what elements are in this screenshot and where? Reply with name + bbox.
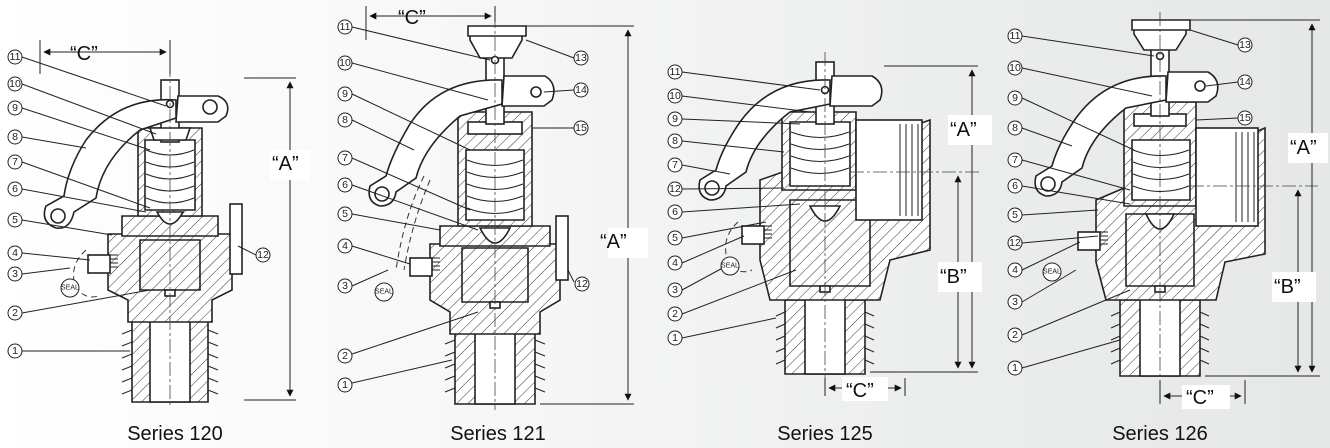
callout-3: 3 bbox=[12, 268, 18, 280]
callout-4: 4 bbox=[342, 240, 348, 252]
callout-9: 9 bbox=[1012, 92, 1018, 104]
callout-7: 7 bbox=[1012, 154, 1018, 166]
callout-4: 4 bbox=[1012, 264, 1018, 276]
series-120-callouts: 1 2 3 4 5 6 7 8 9 10 11 12 SEAL “C” “A” … bbox=[7, 43, 299, 445]
callout-1: 1 bbox=[342, 379, 348, 391]
seal-label: SEAL bbox=[375, 289, 393, 296]
callout-5: 5 bbox=[342, 208, 348, 220]
seal-label: SEAL bbox=[61, 285, 79, 292]
callout-6: 6 bbox=[1012, 180, 1018, 192]
callout-2: 2 bbox=[342, 350, 348, 362]
callout-10: 10 bbox=[9, 78, 21, 90]
callout-7: 7 bbox=[342, 152, 348, 164]
callout-12: 12 bbox=[669, 183, 681, 195]
dimension-a: “A” bbox=[272, 153, 299, 175]
caption-series-120: Series 120 bbox=[127, 423, 223, 445]
callout-14: 14 bbox=[575, 84, 587, 96]
callout-5: 5 bbox=[12, 214, 18, 226]
callout-10: 10 bbox=[339, 57, 351, 69]
callout-9: 9 bbox=[12, 102, 18, 114]
callout-14: 14 bbox=[1239, 76, 1251, 88]
dimension-c: “C” bbox=[398, 7, 426, 29]
series-120-drawing bbox=[21, 40, 310, 408]
callout-6: 6 bbox=[12, 183, 18, 195]
callout-4: 4 bbox=[672, 257, 678, 269]
callout-11: 11 bbox=[10, 51, 21, 63]
series-125-drawing bbox=[681, 52, 992, 401]
callout-4: 4 bbox=[12, 247, 18, 259]
callout-10: 10 bbox=[669, 90, 681, 102]
series-126-drawing bbox=[1021, 12, 1328, 409]
callout-9: 9 bbox=[342, 88, 348, 100]
callout-3: 3 bbox=[342, 280, 348, 292]
callout-10: 10 bbox=[1009, 62, 1021, 74]
series-121-drawing bbox=[351, 6, 648, 410]
callout-7: 7 bbox=[672, 159, 678, 171]
seal-label: SEAL bbox=[721, 263, 739, 270]
callout-2: 2 bbox=[672, 308, 678, 320]
callout-3: 3 bbox=[1012, 296, 1018, 308]
dimension-b: “B” bbox=[1274, 276, 1301, 298]
callout-9: 9 bbox=[672, 113, 678, 125]
callout-12: 12 bbox=[1009, 237, 1021, 249]
series-126-callouts: 1 2 3 4 5 6 7 8 9 10 11 12 13 14 15 SEAL… bbox=[1007, 28, 1317, 445]
dimension-a: “A” bbox=[950, 119, 977, 141]
callout-8: 8 bbox=[342, 114, 348, 126]
dimension-c: “C” bbox=[70, 43, 98, 65]
callout-1: 1 bbox=[1012, 362, 1018, 374]
callout-6: 6 bbox=[672, 206, 678, 218]
callout-15: 15 bbox=[575, 122, 587, 134]
callout-13: 13 bbox=[1239, 39, 1251, 51]
callout-6: 6 bbox=[342, 179, 348, 191]
callout-8: 8 bbox=[1012, 122, 1018, 134]
callout-12: 12 bbox=[257, 249, 269, 261]
callout-1: 1 bbox=[672, 332, 678, 344]
dimension-a: “A” bbox=[600, 231, 627, 253]
series-121-callouts: 1 2 3 4 5 6 7 8 9 10 11 12 13 14 15 SEAL… bbox=[337, 7, 627, 445]
callout-2: 2 bbox=[12, 307, 18, 319]
seal-label: SEAL bbox=[1043, 269, 1061, 276]
callout-11: 11 bbox=[670, 66, 681, 78]
series-125-callouts: 1 2 3 4 5 6 7 8 9 10 11 12 SEAL “A” “B” … bbox=[667, 64, 977, 445]
callout-11: 11 bbox=[1010, 30, 1021, 42]
dimension-c: “C” bbox=[1186, 387, 1214, 409]
callout-15: 15 bbox=[1239, 112, 1251, 124]
caption-series-126: Series 126 bbox=[1112, 423, 1208, 445]
dimension-b: “B” bbox=[940, 266, 967, 288]
dimension-a: “A” bbox=[1290, 137, 1317, 159]
callout-7: 7 bbox=[12, 156, 18, 168]
callout-1: 1 bbox=[12, 345, 18, 357]
callout-8: 8 bbox=[12, 131, 18, 143]
callout-12: 12 bbox=[576, 278, 588, 290]
callout-13: 13 bbox=[575, 52, 587, 64]
callout-2: 2 bbox=[1012, 329, 1018, 341]
caption-series-125: Series 125 bbox=[777, 423, 873, 445]
dimension-c: “C” bbox=[846, 380, 874, 402]
callout-3: 3 bbox=[672, 284, 678, 296]
caption-series-121: Series 121 bbox=[450, 423, 546, 445]
callout-5: 5 bbox=[1012, 209, 1018, 221]
callout-5: 5 bbox=[672, 232, 678, 244]
callout-8: 8 bbox=[672, 135, 678, 147]
callout-11: 11 bbox=[340, 21, 351, 33]
